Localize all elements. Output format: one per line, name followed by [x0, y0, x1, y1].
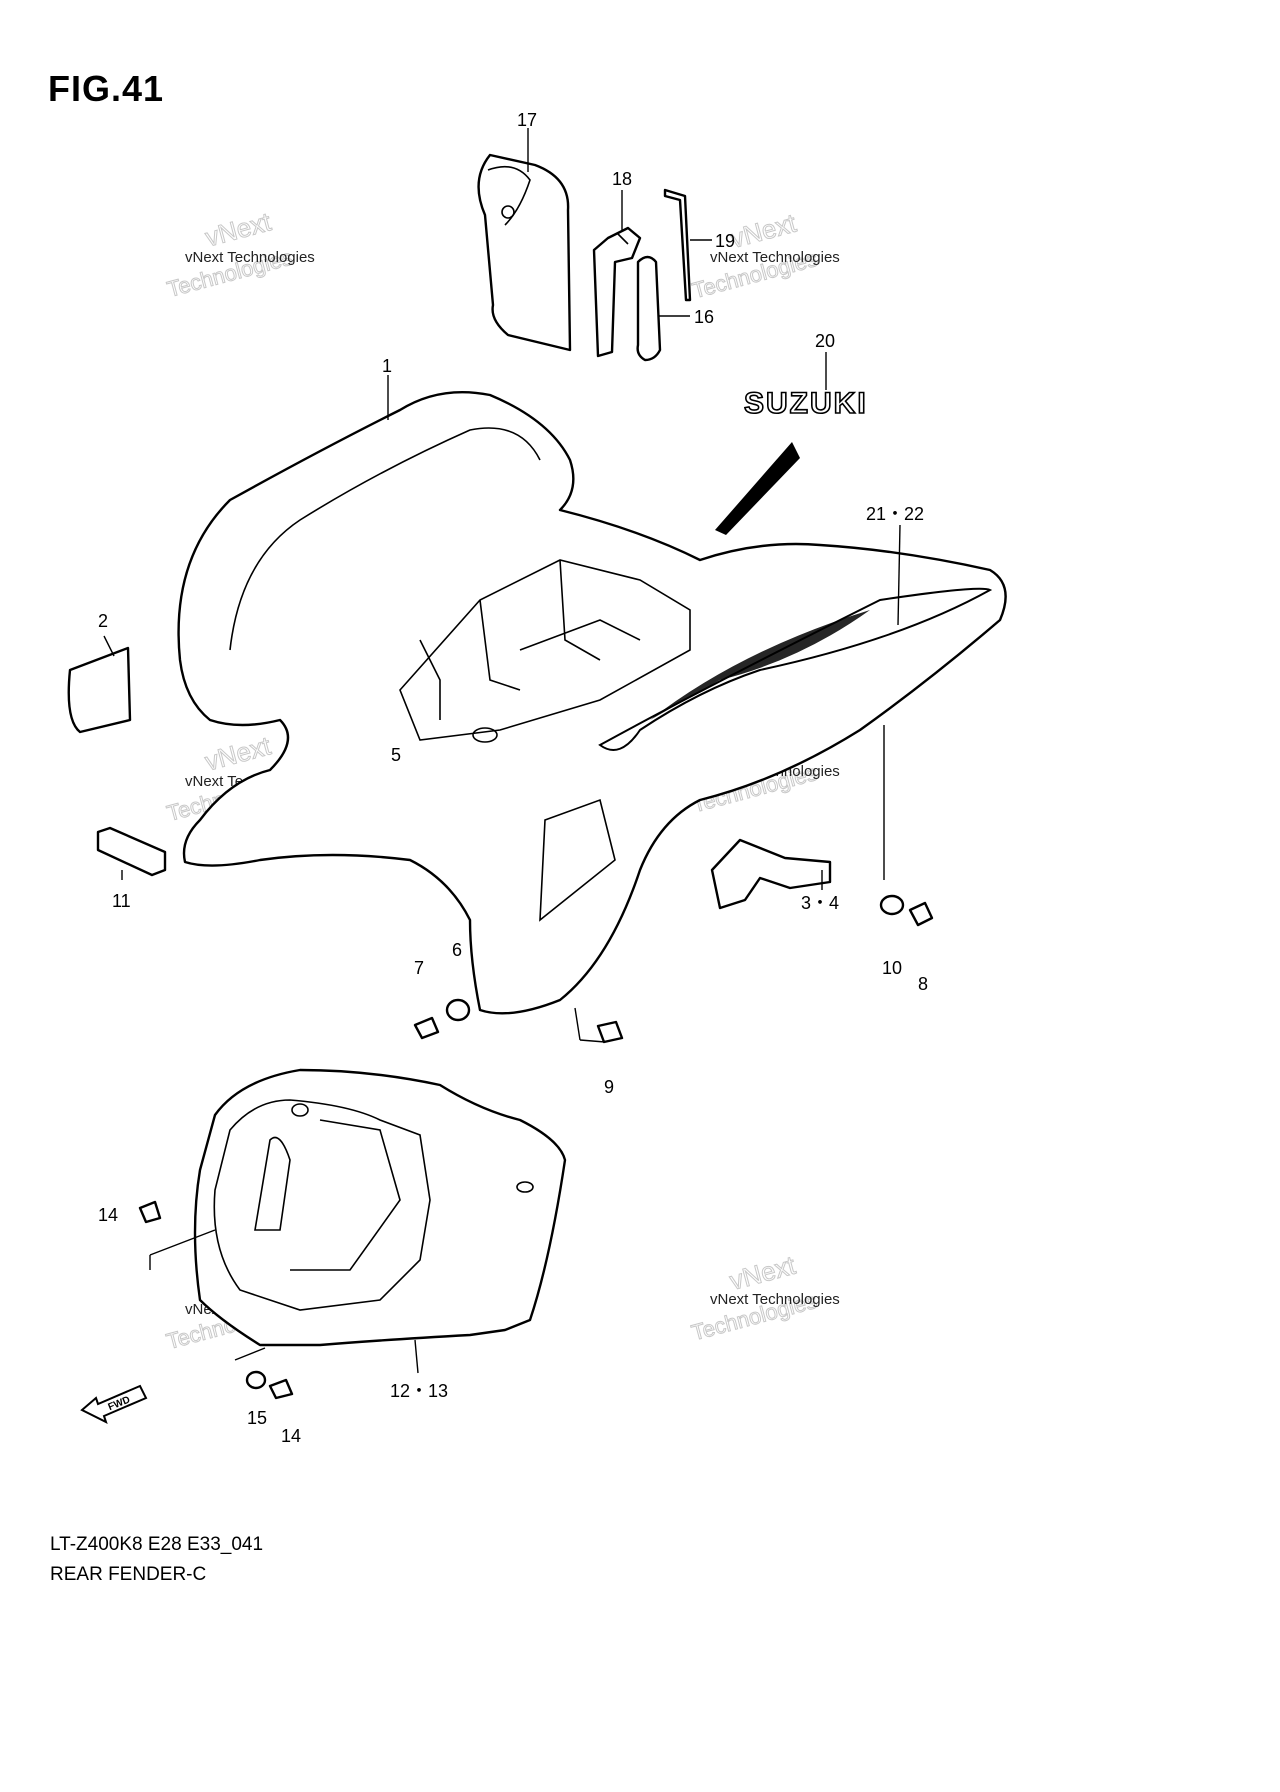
bolt-part-7	[413, 1016, 440, 1040]
watermark-1: vNext Technologies vNext Technologies	[164, 206, 315, 303]
screw-part-14a	[138, 1200, 162, 1224]
assembly-name: REAR FENDER-C	[50, 1564, 207, 1585]
svg-text:vNext Technologies: vNext Technologies	[710, 1291, 840, 1308]
callout-12-13: 12・13	[390, 1381, 448, 1401]
callout-7: 7	[414, 958, 424, 978]
block-part	[96, 826, 167, 877]
svg-text:vNext: vNext	[726, 1250, 799, 1296]
callout-5: 5	[391, 745, 401, 765]
mud-guard-part	[193, 1068, 567, 1347]
washer-part-15	[245, 1370, 267, 1390]
socket-tool-part	[636, 255, 662, 362]
pad-part	[67, 646, 132, 734]
callout-3-4: 3・4	[801, 893, 839, 913]
callout-9: 9	[604, 1077, 614, 1097]
watermark-2: vNext Technologies vNext Technologies	[689, 207, 840, 304]
watermark-6: vNext Technologies vNext Technologies	[688, 1249, 840, 1346]
callout-10: 10	[882, 958, 902, 978]
svg-text:SUZUKI: SUZUKI	[744, 387, 868, 420]
callout-6: 6	[452, 940, 462, 960]
callout-21-22: 21・22	[866, 504, 924, 524]
callout-1: 1	[382, 356, 392, 376]
callout-2: 2	[98, 611, 108, 631]
bolt-part-8	[908, 901, 934, 927]
model-code: LT-Z400K8 E28 E33_041	[50, 1534, 264, 1555]
nut-part-9	[596, 1020, 624, 1044]
screw-part-14b	[268, 1378, 294, 1400]
callout-15: 15	[247, 1408, 267, 1428]
svg-text:vNext Technologies: vNext Technologies	[710, 249, 840, 266]
suzuki-emblem-part: SUZUKI	[743, 386, 868, 421]
bracket-part	[710, 838, 832, 910]
hex-wrench-part	[663, 188, 692, 302]
svg-text:vNext: vNext	[202, 730, 275, 776]
washer-part-6	[445, 998, 471, 1022]
callout-17: 17	[517, 110, 537, 130]
callout-11: 11	[112, 891, 131, 911]
callout-19: 19	[715, 231, 735, 251]
callout-20: 20	[815, 331, 835, 351]
rear-fender-part	[177, 390, 1007, 1015]
callout-8: 8	[918, 974, 928, 994]
wrench-part	[592, 226, 642, 358]
pointer-arrow	[715, 442, 800, 535]
tool-bag-part	[477, 153, 572, 352]
callout-14b: 14	[281, 1426, 301, 1446]
callout-18: 18	[612, 169, 632, 189]
svg-text:vNext: vNext	[202, 206, 275, 252]
svg-text:vNext Technologies: vNext Technologies	[185, 249, 315, 266]
washer-part-10	[879, 894, 905, 916]
figure-title: FIG.41	[48, 68, 165, 109]
callout-14a: 14	[98, 1205, 118, 1225]
callout-16: 16	[694, 307, 714, 327]
fwd-arrow-icon: FWD	[80, 1384, 148, 1424]
svg-text:vNext: vNext	[727, 207, 800, 253]
